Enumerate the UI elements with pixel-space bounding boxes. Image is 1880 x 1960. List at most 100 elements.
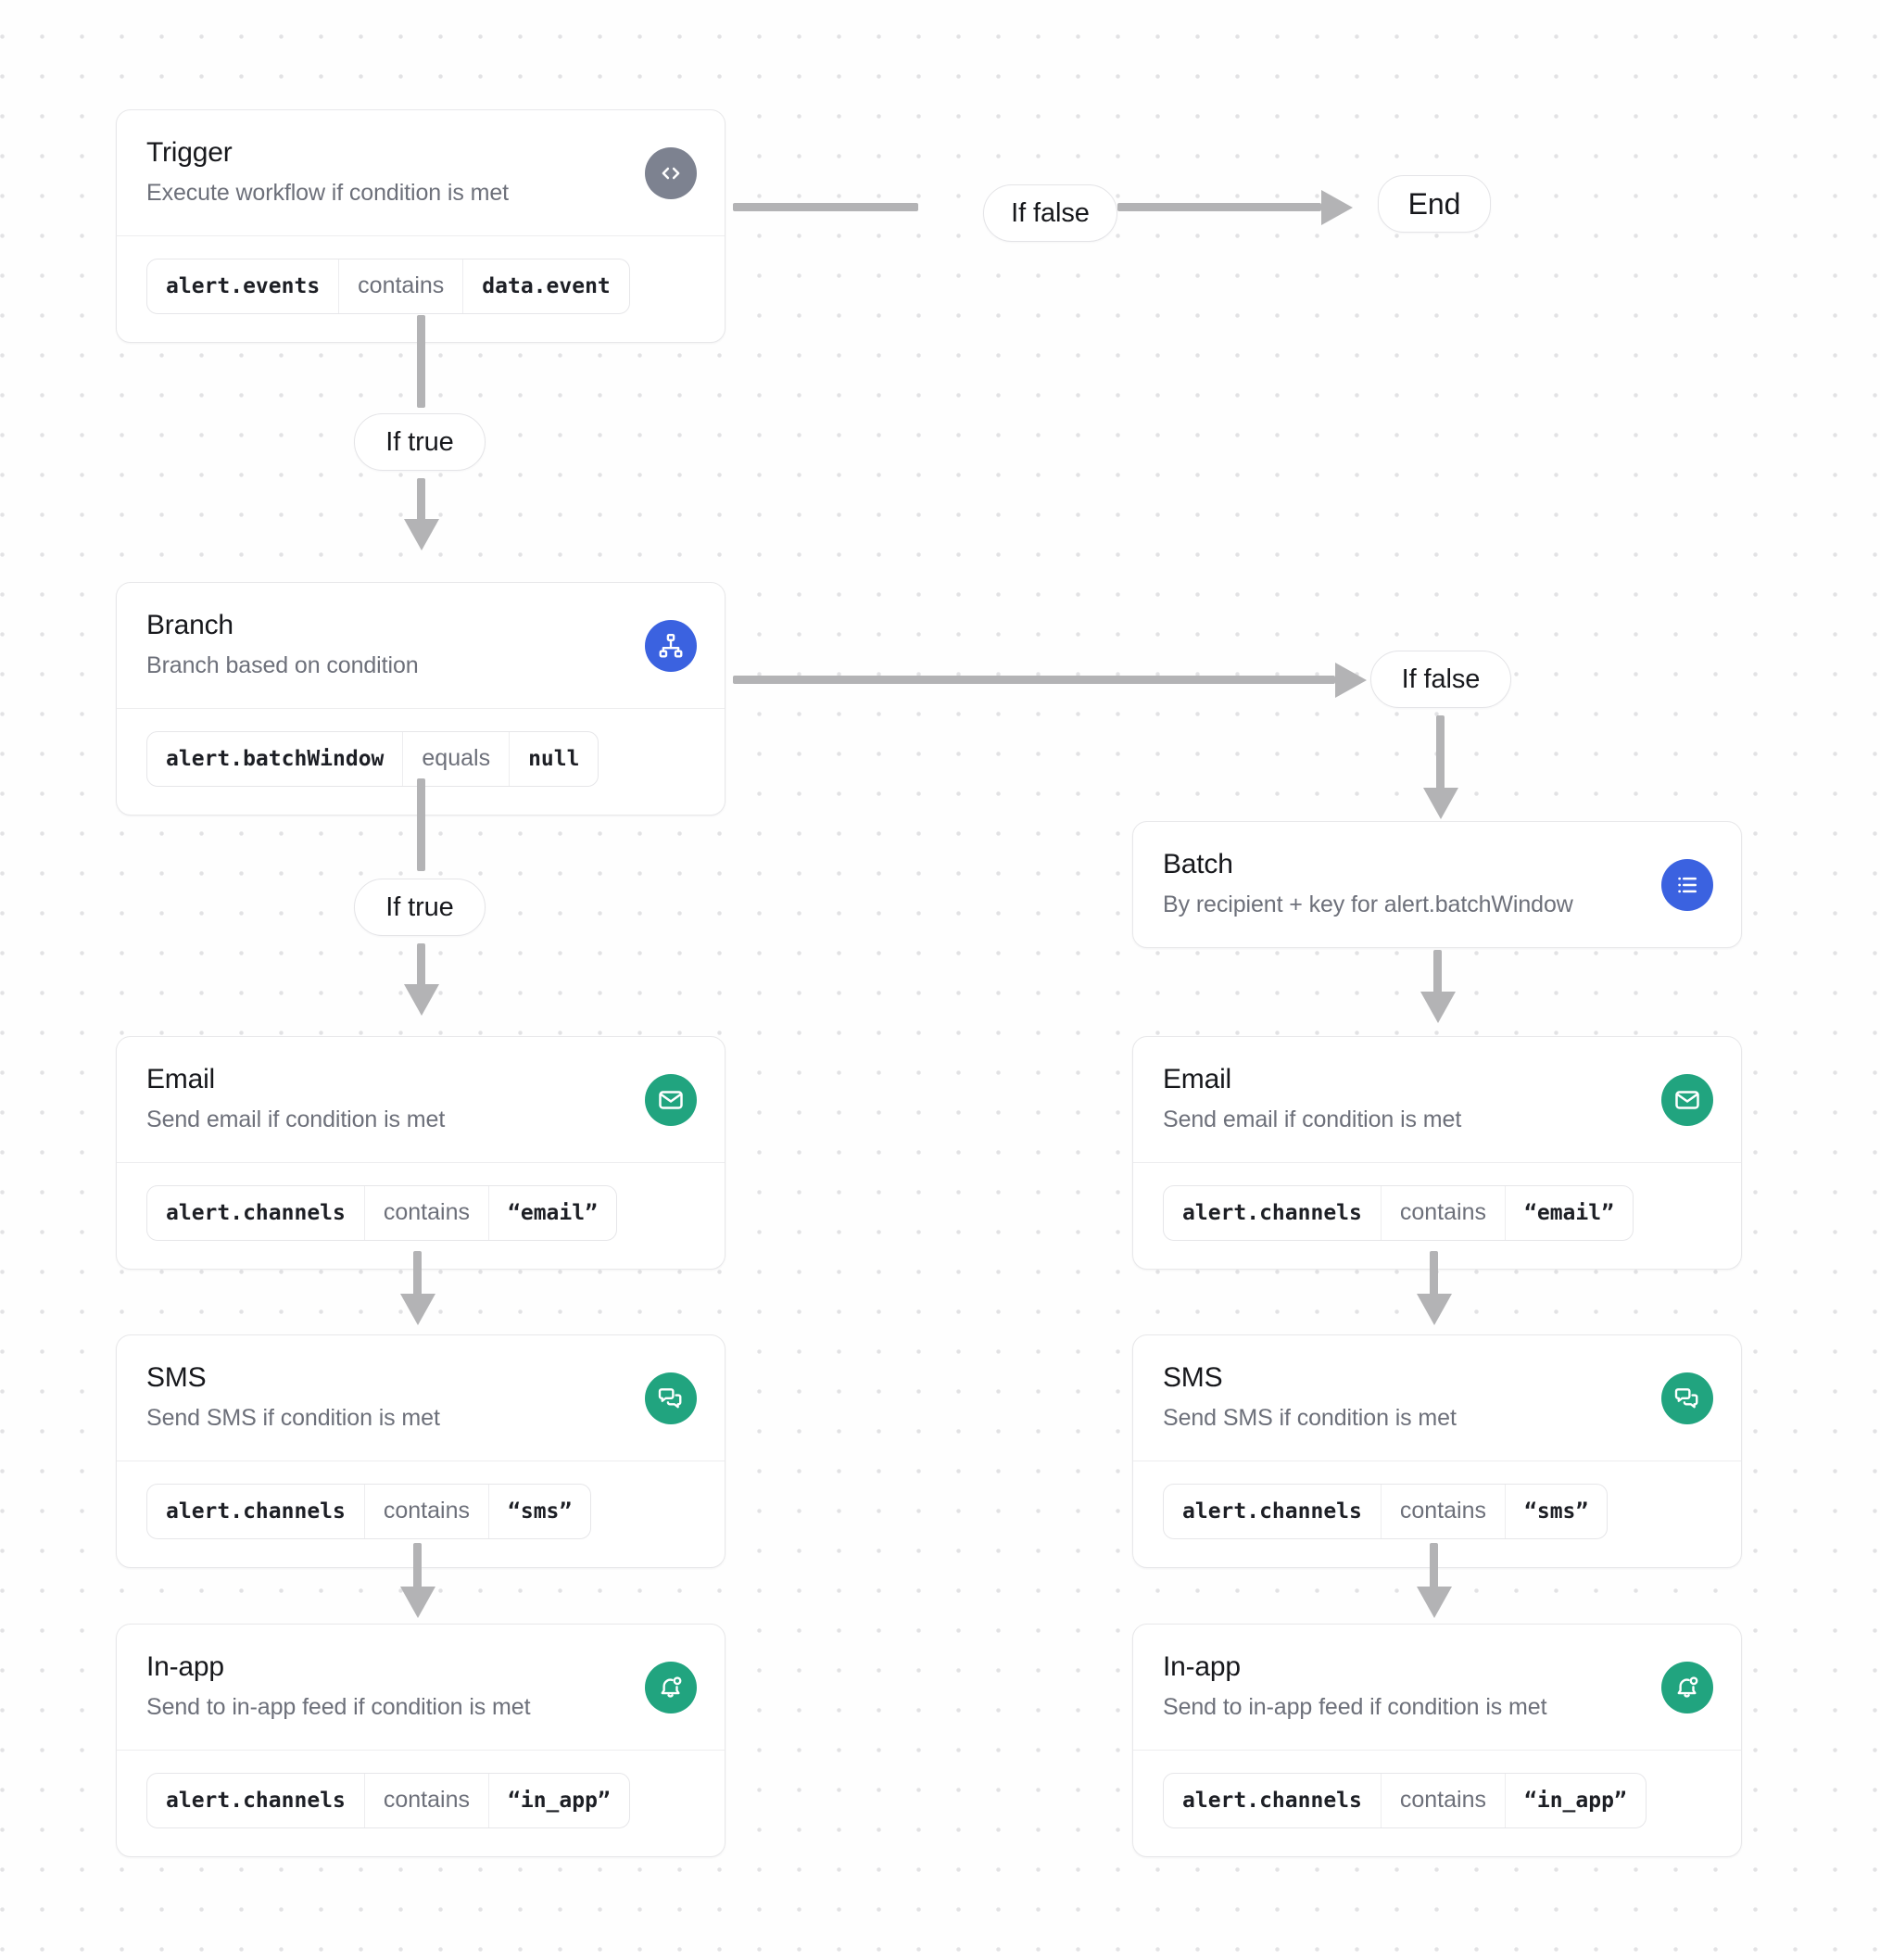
condition-operator: contains: [1380, 1485, 1505, 1538]
branch-header: Branch Branch based on condition: [117, 583, 725, 708]
arrowhead-branch-iffalse: [1335, 663, 1367, 698]
pill-if-false-trigger[interactable]: If false: [983, 184, 1117, 242]
bell-icon: [645, 1661, 697, 1713]
condition-pill[interactable]: alert.channels contains “email”: [146, 1185, 617, 1241]
hierarchy-icon: [645, 619, 697, 672]
condition-field: alert.channels: [166, 1498, 346, 1524]
condition-pill[interactable]: alert.batchWindow equals null: [146, 731, 599, 787]
list-icon: [1661, 858, 1713, 911]
edge-branch-to-iftrue: [417, 778, 425, 871]
arrowhead-to-branch: [404, 519, 439, 550]
batch-title: Batch: [1163, 849, 1233, 879]
condition-value: “email”: [488, 1186, 616, 1240]
condition-field: alert.channels: [166, 1200, 346, 1225]
condition-pill[interactable]: alert.channels contains “sms”: [1163, 1484, 1609, 1539]
pill-if-true-branch[interactable]: If true: [354, 879, 486, 936]
condition-operator: contains: [363, 1186, 488, 1240]
email-condition-row: alert.channels contains “email”: [1133, 1162, 1741, 1268]
batch-header: Batch By recipient + key for alert.batch…: [1133, 822, 1741, 947]
condition-field: alert.events: [166, 273, 321, 298]
node-sms-right[interactable]: SMS Send SMS if condition is met alert.c…: [1132, 1334, 1742, 1568]
inapp-subtitle: Send to in-app feed if condition is met: [146, 1694, 531, 1720]
sms-condition-row: alert.channels contains “sms”: [117, 1461, 725, 1566]
condition-operator: contains: [1380, 1774, 1505, 1827]
condition-value: data.event: [462, 259, 628, 313]
arrowhead-to-inapp-left: [400, 1587, 435, 1618]
condition-field: alert.channels: [1182, 1498, 1362, 1524]
inapp-title: In-app: [1163, 1651, 1241, 1682]
node-branch[interactable]: Branch Branch based on condition alert.b…: [116, 582, 726, 816]
edge-trigger-to-iftrue: [417, 315, 425, 408]
chat-bubbles-icon: [1661, 1372, 1713, 1424]
arrowhead-to-end: [1321, 190, 1353, 225]
bell-icon: [1661, 1661, 1713, 1713]
pill-if-false-branch[interactable]: If false: [1370, 651, 1511, 708]
pill-end[interactable]: End: [1378, 175, 1491, 233]
branch-subtitle: Branch based on condition: [146, 652, 419, 678]
inapp-title: In-app: [146, 1651, 224, 1682]
code-icon: [645, 146, 697, 199]
batch-subtitle: By recipient + key for alert.batchWindow: [1163, 891, 1573, 917]
trigger-subtitle: Execute workflow if condition is met: [146, 180, 510, 206]
arrowhead-to-sms-left: [400, 1294, 435, 1325]
email-subtitle: Send email if condition is met: [146, 1106, 446, 1132]
email-header: Email Send email if condition is met: [117, 1037, 725, 1162]
branch-title: Branch: [146, 610, 233, 640]
inapp-header: In-app Send to in-app feed if condition …: [117, 1625, 725, 1750]
condition-value: “sms”: [488, 1485, 590, 1538]
edge-email-to-sms-right: [1430, 1251, 1438, 1302]
sms-header: SMS Send SMS if condition is met: [1133, 1335, 1741, 1461]
email-header: Email Send email if condition is met: [1133, 1037, 1741, 1162]
arrowhead-to-email-right: [1420, 992, 1456, 1023]
edge-sms-to-inapp-right: [1430, 1543, 1438, 1594]
pill-if-true-trigger[interactable]: If true: [354, 413, 486, 471]
edge-iffalse-to-batch: [1436, 715, 1445, 794]
inapp-subtitle: Send to in-app feed if condition is met: [1163, 1694, 1547, 1720]
trigger-title: Trigger: [146, 137, 233, 168]
edge-batch-to-email: [1433, 950, 1442, 1001]
condition-value: “in_app”: [488, 1774, 629, 1827]
inapp-header: In-app Send to in-app feed if condition …: [1133, 1625, 1741, 1750]
condition-pill[interactable]: alert.channels contains “in_app”: [1163, 1773, 1647, 1828]
node-inapp-left[interactable]: In-app Send to in-app feed if condition …: [116, 1624, 726, 1857]
edge-email-to-sms-left: [413, 1251, 422, 1302]
trigger-condition-row: alert.events contains data.event: [117, 235, 725, 341]
condition-operator: contains: [363, 1485, 488, 1538]
edge-trigger-to-iffalse: [733, 203, 918, 211]
condition-operator: contains: [338, 259, 462, 313]
condition-pill[interactable]: alert.events contains data.event: [146, 259, 630, 314]
condition-field: alert.channels: [1182, 1200, 1362, 1225]
condition-field: alert.batchWindow: [166, 746, 385, 771]
condition-value: null: [509, 732, 598, 786]
arrowhead-to-sms-right: [1417, 1294, 1452, 1325]
edge-branch-to-iffalse: [733, 676, 1335, 684]
arrowhead-to-batch: [1423, 788, 1458, 819]
sms-subtitle: Send SMS if condition is met: [1163, 1405, 1457, 1431]
inapp-condition-row: alert.channels contains “in_app”: [1133, 1750, 1741, 1855]
trigger-header: Trigger Execute workflow if condition is…: [117, 110, 725, 235]
condition-pill[interactable]: alert.channels contains “sms”: [146, 1484, 592, 1539]
inapp-condition-row: alert.channels contains “in_app”: [117, 1750, 725, 1855]
sms-header: SMS Send SMS if condition is met: [117, 1335, 725, 1461]
chat-bubbles-icon: [645, 1372, 697, 1424]
condition-operator: contains: [363, 1774, 488, 1827]
condition-pill[interactable]: alert.channels contains “in_app”: [146, 1773, 630, 1828]
node-batch[interactable]: Batch By recipient + key for alert.batch…: [1132, 821, 1742, 949]
node-email-left[interactable]: Email Send email if condition is met ale…: [116, 1036, 726, 1270]
condition-value: “email”: [1505, 1186, 1633, 1240]
email-condition-row: alert.channels contains “email”: [117, 1162, 725, 1268]
condition-field: alert.channels: [166, 1788, 346, 1813]
condition-pill[interactable]: alert.channels contains “email”: [1163, 1185, 1634, 1241]
node-trigger[interactable]: Trigger Execute workflow if condition is…: [116, 109, 726, 343]
condition-field: alert.channels: [1182, 1788, 1362, 1813]
edge-iftrue-to-email: [417, 943, 425, 990]
condition-value: “in_app”: [1505, 1774, 1646, 1827]
email-title: Email: [1163, 1064, 1232, 1094]
node-inapp-right[interactable]: In-app Send to in-app feed if condition …: [1132, 1624, 1742, 1857]
arrowhead-to-inapp-right: [1417, 1587, 1452, 1618]
sms-title: SMS: [146, 1362, 207, 1393]
node-email-right[interactable]: Email Send email if condition is met ale…: [1132, 1036, 1742, 1270]
email-subtitle: Send email if condition is met: [1163, 1106, 1462, 1132]
node-sms-left[interactable]: SMS Send SMS if condition is met alert.c…: [116, 1334, 726, 1568]
